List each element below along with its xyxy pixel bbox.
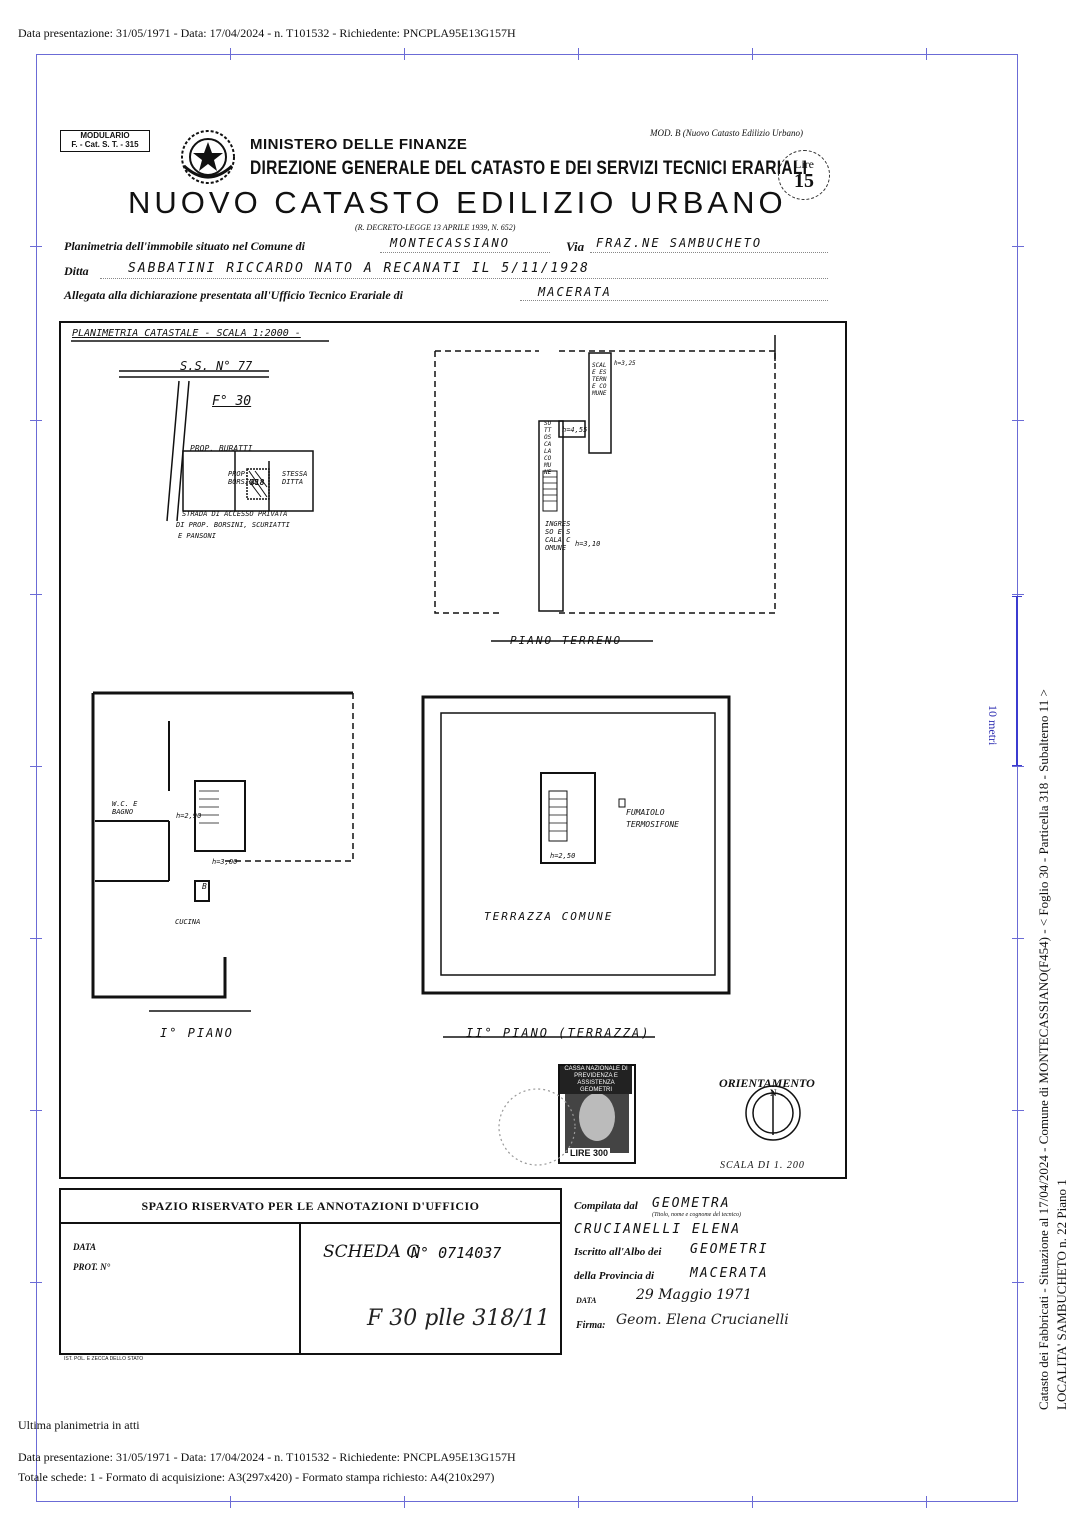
plan-drawing-box (59, 321, 847, 1179)
h290-label: h=2,90 (176, 812, 202, 820)
via-label: Via (566, 239, 585, 254)
scale-bar-label: 10 metri (986, 705, 1000, 746)
allegata-label: Allegata alla dichiarazione presentata a… (64, 288, 403, 302)
technician-name: CRUCIANELLI ELENA (574, 1222, 742, 1237)
h455-label: h=4,55 (562, 426, 588, 434)
cucina-label: CUCINA (175, 918, 201, 926)
compilata-value: GEOMETRA (652, 1196, 731, 1211)
document-title: NUOVO CATASTO EDILIZIO URBANO (128, 185, 787, 220)
compilata-data-label: DATA (576, 1296, 597, 1305)
provincia-value: MACERATA (690, 1266, 769, 1281)
direction-title: DIREZIONE GENERALE DEL CATASTO E DEI SER… (250, 158, 808, 179)
ditta-value: SABBATINI RICCARDO NATO A RECANATI IL 5/… (128, 261, 590, 276)
annotations-title: SPAZIO RISERVATO PER LE ANNOTAZIONI D'UF… (61, 1190, 560, 1224)
strada-line1: STRADA DI ACCESSO PRIVATA (182, 510, 288, 518)
particella-label: 318 (250, 478, 265, 487)
printer-note: IST. POL. E ZECCA DELLO STATO (64, 1356, 144, 1362)
scheda-label: SCHEDA C (323, 1242, 420, 1262)
scheda-number: N° 0714037 (411, 1244, 502, 1262)
scale-comune-label: SCALE ESTERNE COMUNE (592, 362, 607, 397)
foglio-label: F° 30 (212, 394, 252, 409)
piano-terreno-label: PIANO TERRENO (510, 634, 623, 647)
road-label: S.S. N° 77 (180, 359, 253, 373)
modulario-box: MODULARIO F. - Cat. S. T. - 315 (60, 130, 150, 152)
stessa-ditta-label: STESSA DITTA (282, 470, 308, 486)
ingresso-label: INGRESSO E SCALA COMUNE (545, 520, 571, 552)
ministry-title: MINISTERO DELLE FINANZE (250, 136, 468, 153)
modulario-line2: F. - Cat. S. T. - 315 (71, 140, 139, 149)
terrazza-comune-label: TERRAZZA COMUNE (484, 910, 614, 923)
lire-stamp: Lire 15 (778, 150, 830, 200)
secondo-piano-label: II° PIANO (TERRAZZA) (466, 1026, 651, 1040)
via-value: FRAZ.NE SAMBUCHETO (596, 236, 763, 250)
stamp-line2: PREVIDENZA E ASSISTENZA (574, 1073, 618, 1086)
provincia-label: della Provincia di (574, 1270, 655, 1282)
iscritto-value: GEOMETRI (690, 1242, 769, 1257)
termosifone-label: TERMOSIFONE (626, 820, 679, 829)
decree-note: (R. DECRETO-LEGGE 13 APRILE 1939, N. 652… (355, 223, 516, 232)
strada-line3: E PANSONI (178, 532, 216, 540)
prop-buratti-label: PROP. BURATTI (190, 444, 253, 453)
h250-label: h=2,50 (550, 852, 576, 860)
sidebar-line2: LOCALITA' SAMBUCHETO n. 22 Piano 1 (1054, 1179, 1069, 1410)
stamp-line1: CASSA NAZIONALE DI (564, 1066, 628, 1072)
strada-line2: DI PROP. BORSINI, SCURIATTI (176, 521, 290, 529)
h300-label: h=3,00 (212, 858, 238, 866)
stamp-line3: GEOMETRI (579, 1087, 612, 1093)
primo-piano-label: I° PIANO (160, 1026, 234, 1040)
ultima-planimetria: Ultima planimetria in atti (18, 1418, 140, 1432)
scale-bar (1016, 596, 1018, 766)
ditta-label: Ditta (64, 264, 89, 278)
b-label: B. (202, 882, 212, 891)
prot-label: PROT. N° (73, 1262, 111, 1272)
floor-plan-drawing (71, 335, 801, 1166)
scala-label: SCALA DI 1. 200 (720, 1160, 805, 1171)
sidebar-line1: Catasto dei Fabbricati - Situazione al 1… (1036, 689, 1051, 1410)
annotations-box: SPAZIO RISERVATO PER LE ANNOTAZIONI D'UF… (59, 1188, 562, 1355)
header-top-line: Data presentazione: 31/05/1971 - Data: 1… (18, 26, 516, 40)
lire-label: Lire (794, 157, 814, 171)
page-frame (36, 54, 1018, 1502)
compilata-data-value: 29 Maggio 1971 (636, 1287, 752, 1303)
iscritto-label: Iscritto all'Albo dei (574, 1246, 662, 1258)
comune-value: MONTECASSIANO (390, 236, 510, 250)
planimetria-label: Planimetria dell'immobile situato nel Co… (64, 239, 306, 253)
orientamento-label: ORIENTAMENTO (719, 1076, 815, 1090)
footer-line1: Data presentazione: 31/05/1971 - Data: 1… (18, 1450, 516, 1464)
fumaiolo-label: FUMAIOLO (626, 808, 665, 817)
modulario-line1: MODULARIO (80, 131, 130, 140)
data-label: DATA (73, 1242, 97, 1252)
north-label: N (770, 1088, 777, 1098)
lire-value: 15 (794, 170, 814, 192)
titolo-note: (Titolo, nome e cognome del tecnico) (652, 1212, 741, 1218)
stamp-value: LIRE 300 (568, 1148, 611, 1158)
firma-label: Firma: (576, 1320, 606, 1331)
footer-line2: Totale schede: 1 - Formato di acquisizio… (18, 1470, 495, 1484)
catastale-title: PLANIMETRIA CATASTALE - SCALA 1:2000 - (72, 328, 301, 339)
h325-label: h=3,25 (614, 360, 636, 367)
h310-label: h=3,10 (575, 540, 601, 548)
compilata-label: Compilata dal (574, 1200, 638, 1212)
firma-value: Geom. Elena Crucianelli (616, 1312, 789, 1328)
prop-borsini-label: PROP. BORSINI (228, 470, 258, 486)
republic-emblem-icon (181, 130, 235, 184)
handwritten-note: F 30 plle 318/11 (367, 1306, 550, 1331)
wc-label: W.C. E BAGNO (112, 800, 138, 816)
revenue-stamp: CASSA NAZIONALE DI PREVIDENZA E ASSISTEN… (560, 1066, 632, 1094)
allegata-value: MACERATA (538, 285, 612, 299)
mod-label: MOD. B (Nuovo Catasto Edilizio Urbano) (650, 128, 803, 138)
sottoscala-label: SOTTOSCALA COMUNE (544, 420, 552, 476)
